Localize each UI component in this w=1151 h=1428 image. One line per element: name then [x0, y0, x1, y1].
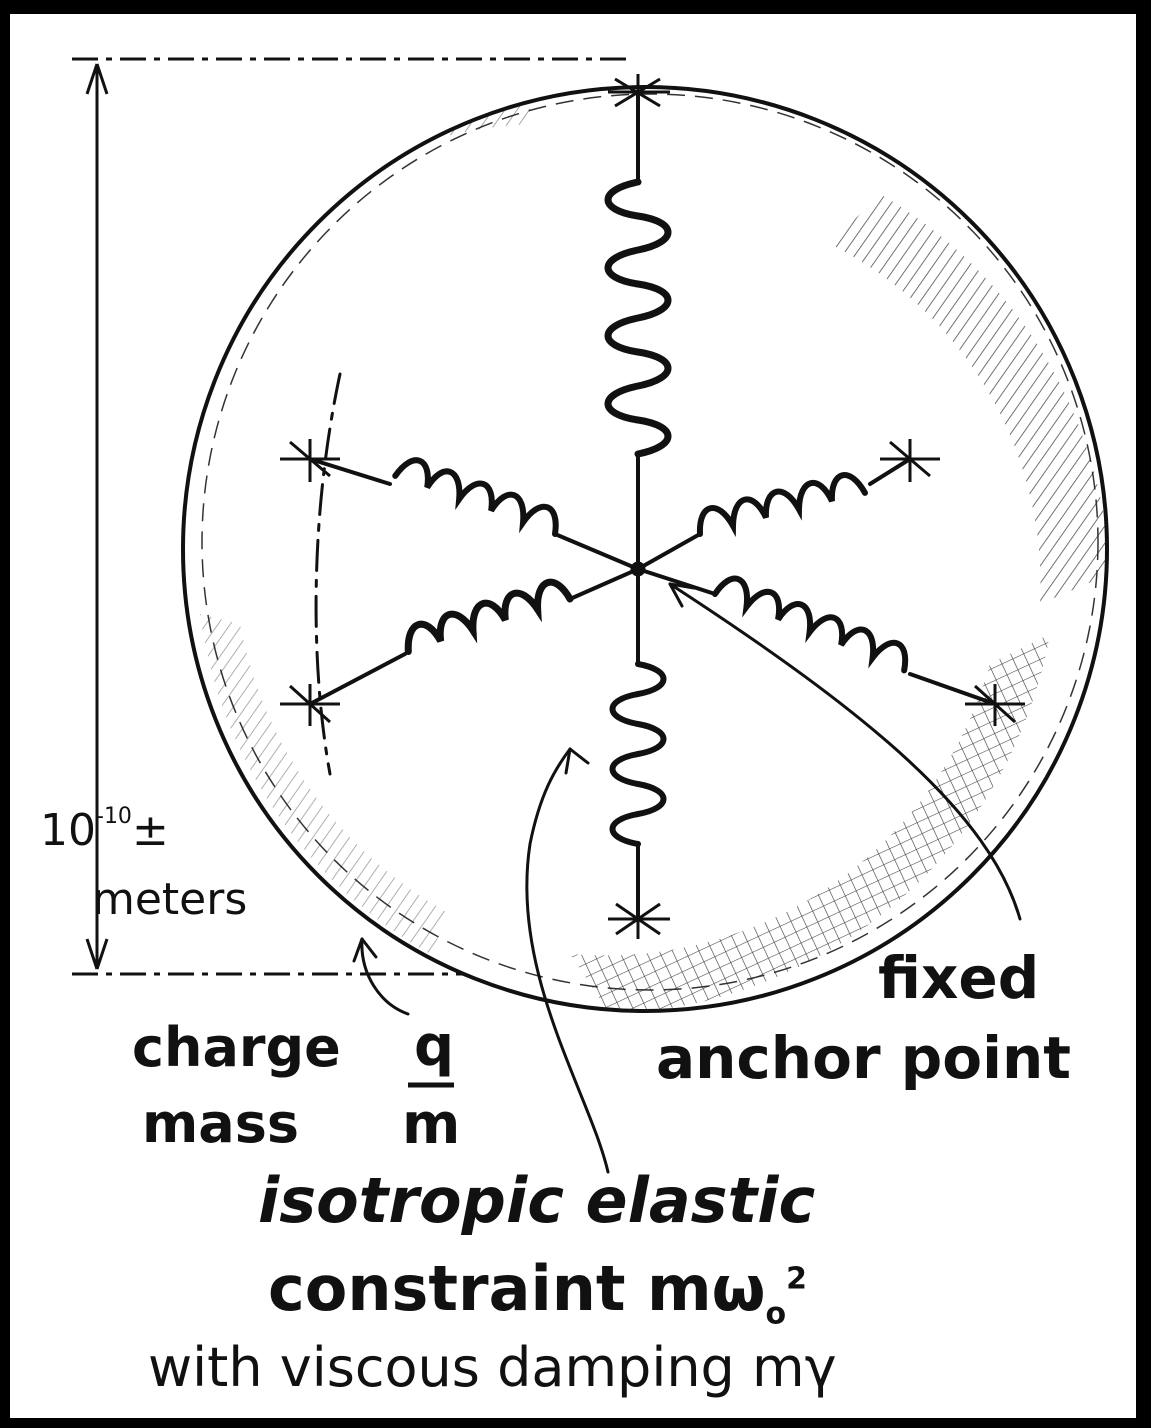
- constraint-label-line1: isotropic elastic: [258, 1164, 815, 1237]
- size-unit-label: meters: [92, 874, 247, 925]
- constraint-label-line2: constraint mωo2: [268, 1252, 807, 1331]
- anchor-label-line2: anchor point: [656, 1024, 1071, 1092]
- fraction-bar: [406, 1080, 456, 1090]
- atom-sphere: [183, 87, 1110, 1014]
- size-exponent-label: 10-10±: [40, 804, 169, 856]
- size-plus-minus: ±: [132, 805, 169, 856]
- constraint-text: constraint mω: [268, 1252, 766, 1325]
- size-exponent: -10: [96, 804, 132, 829]
- mass-word: mass: [142, 1092, 299, 1155]
- damping-label: with viscous damping mγ: [148, 1336, 837, 1399]
- charge-symbol: q: [414, 1014, 454, 1079]
- anchor-label-line1: fixed: [878, 944, 1039, 1012]
- charge-word: charge: [132, 1016, 341, 1079]
- omega-subscript: o: [766, 1296, 787, 1331]
- mass-symbol: m: [402, 1092, 460, 1157]
- size-base: 10: [40, 805, 96, 856]
- diagram-panel: 10-10± meters charge q mass m fixed anch…: [10, 14, 1136, 1418]
- omega-superscript: 2: [786, 1261, 807, 1296]
